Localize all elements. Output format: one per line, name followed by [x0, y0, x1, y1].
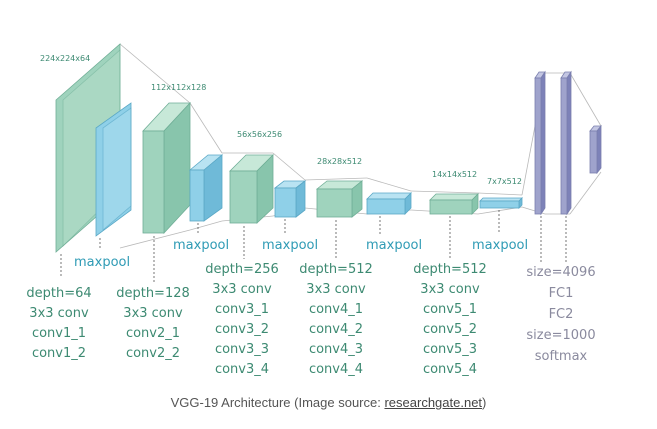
fc2-label: FC2 [549, 307, 574, 322]
block4-labels: depth=512 3x3 conv conv4_1 conv4_2 conv4… [299, 262, 373, 377]
caption-source-link[interactable]: researchgate.net [384, 395, 483, 410]
dim-label-1: 224x224x64 [40, 54, 90, 63]
fc1-label: FC1 [549, 286, 574, 301]
dim-label-4: 28x28x512 [317, 157, 362, 166]
block1-depth: depth=64 [26, 286, 91, 301]
figure-caption: VGG-19 Architecture (Image source: resea… [0, 395, 657, 410]
block1-layer2: conv1_2 [32, 346, 86, 361]
block4-layer1: conv4_1 [309, 302, 363, 317]
maxpool-label-2: maxpool [173, 238, 229, 253]
block5-layer3: conv5_3 [423, 342, 477, 357]
fc-size-4096: size=4096 [526, 265, 595, 280]
maxpool-label-3: maxpool [262, 238, 318, 253]
conv3-block [229, 154, 274, 224]
caption-suffix: ) [482, 395, 487, 410]
block4-layer3: conv4_3 [309, 342, 363, 357]
block3-depth: depth=256 [205, 262, 279, 277]
block2-layer2: conv2_2 [126, 346, 180, 361]
pool5-block [479, 197, 523, 209]
block3-layer2: conv3_2 [215, 322, 269, 337]
dim-label-6: 7x7x512 [487, 177, 522, 186]
block3-layer4: conv3_4 [215, 362, 269, 377]
pool3-block [273, 180, 307, 218]
block1-labels: depth=64 3x3 conv conv1_1 conv1_2 [26, 286, 91, 361]
block2-labels: depth=128 3x3 conv conv2_1 conv2_2 [116, 286, 190, 361]
softmax-label: softmax [535, 349, 588, 364]
block5-layer2: conv5_2 [423, 322, 477, 337]
dim-label-5: 14x14x512 [432, 170, 477, 179]
fc2-block [560, 70, 572, 216]
fc1-block [534, 70, 546, 216]
pool1-block [95, 102, 132, 237]
maxpool-label-1: maxpool [74, 255, 130, 270]
block3-layer3: conv3_3 [215, 342, 269, 357]
conv2-block [142, 101, 191, 235]
pool2-block [188, 154, 224, 222]
maxpool-label-5: maxpool [472, 238, 528, 253]
block4-layer4: conv4_4 [309, 362, 363, 377]
block2-layer1: conv2_1 [126, 326, 180, 341]
softmax-block [589, 124, 602, 175]
block4-layer2: conv4_2 [309, 322, 363, 337]
conv5-block [429, 193, 479, 215]
maxpool-label-4: maxpool [366, 238, 422, 253]
conv4-block [315, 180, 364, 218]
block4-depth: depth=512 [299, 262, 373, 277]
block3-labels: depth=256 3x3 conv conv3_1 conv3_2 conv3… [205, 262, 279, 377]
dim-label-2: 112x112x128 [151, 83, 206, 92]
guide-lines [60, 210, 567, 282]
fc-labels: size=4096 FC1 FC2 size=1000 softmax [526, 265, 595, 364]
block2-depth: depth=128 [116, 286, 190, 301]
block4-conv: 3x3 conv [306, 282, 366, 297]
block5-conv: 3x3 conv [420, 282, 480, 297]
block3-layer1: conv3_1 [215, 302, 269, 317]
block5-layer1: conv5_1 [423, 302, 477, 317]
block2-conv: 3x3 conv [123, 306, 183, 321]
block5-layer4: conv5_4 [423, 362, 477, 377]
fc-size-1000: size=1000 [526, 328, 595, 343]
block5-labels: depth=512 3x3 conv conv5_1 conv5_2 conv5… [413, 262, 487, 377]
dim-label-3: 56x56x256 [237, 130, 282, 139]
pool4-block [366, 192, 412, 215]
block1-conv: 3x3 conv [29, 306, 89, 321]
caption-prefix: VGG-19 Architecture (Image source: [170, 395, 385, 410]
block1-layer1: conv1_1 [32, 326, 86, 341]
block3-conv: 3x3 conv [212, 282, 272, 297]
block5-depth: depth=512 [413, 262, 487, 277]
